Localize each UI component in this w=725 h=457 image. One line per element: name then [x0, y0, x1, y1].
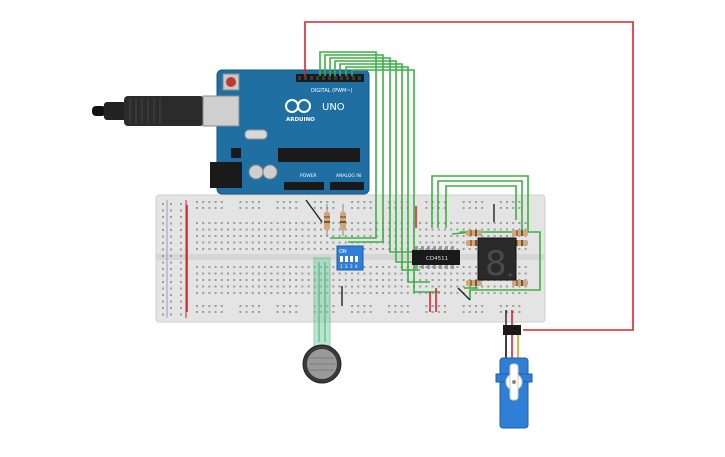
analog-label: ANALOG IN — [336, 173, 361, 179]
power-wires — [186, 21, 634, 331]
resistor[interactable] — [324, 204, 330, 236]
atmega-chip — [278, 148, 360, 162]
dip-switch-on-label: ON — [339, 249, 347, 255]
analog-header — [330, 182, 364, 190]
resistor[interactable] — [512, 230, 528, 236]
digital-label: DIGITAL (PWM~) — [311, 88, 353, 94]
flex-sensor[interactable] — [302, 257, 342, 384]
segment-digit: 8 — [485, 244, 507, 284]
resistor[interactable] — [512, 280, 528, 286]
arduino-uno-board[interactable]: DIGITAL (PWM~) ARDUINO UNO POWER ANALOG … — [202, 69, 370, 195]
power-label: POWER — [300, 173, 317, 179]
resistor[interactable] — [466, 280, 482, 286]
arduino-brand: ARDUINO — [286, 117, 315, 123]
arduino-logo: ARDUINO — [285, 99, 315, 123]
servo-motor[interactable] — [495, 325, 533, 429]
dip-position-4: 4 — [355, 264, 358, 269]
seven-segment-display[interactable]: 8 — [477, 237, 517, 284]
dip-position-1: 1 — [340, 264, 343, 269]
reset-button[interactable] — [222, 73, 240, 91]
dip-position-3: 3 — [350, 264, 353, 269]
power-header — [284, 182, 324, 190]
resistors[interactable] — [324, 204, 528, 286]
dip-position-2: 2 — [345, 264, 348, 269]
resistor[interactable] — [466, 230, 482, 236]
digital-pins — [298, 76, 361, 80]
dip-switch[interactable]: ON 1 2 3 4 — [336, 245, 364, 271]
resistor[interactable] — [340, 204, 346, 236]
chip-label: CD4511 — [426, 256, 448, 262]
board-model: UNO — [322, 102, 345, 113]
cd4511-chip[interactable]: CD4511 — [412, 246, 460, 269]
